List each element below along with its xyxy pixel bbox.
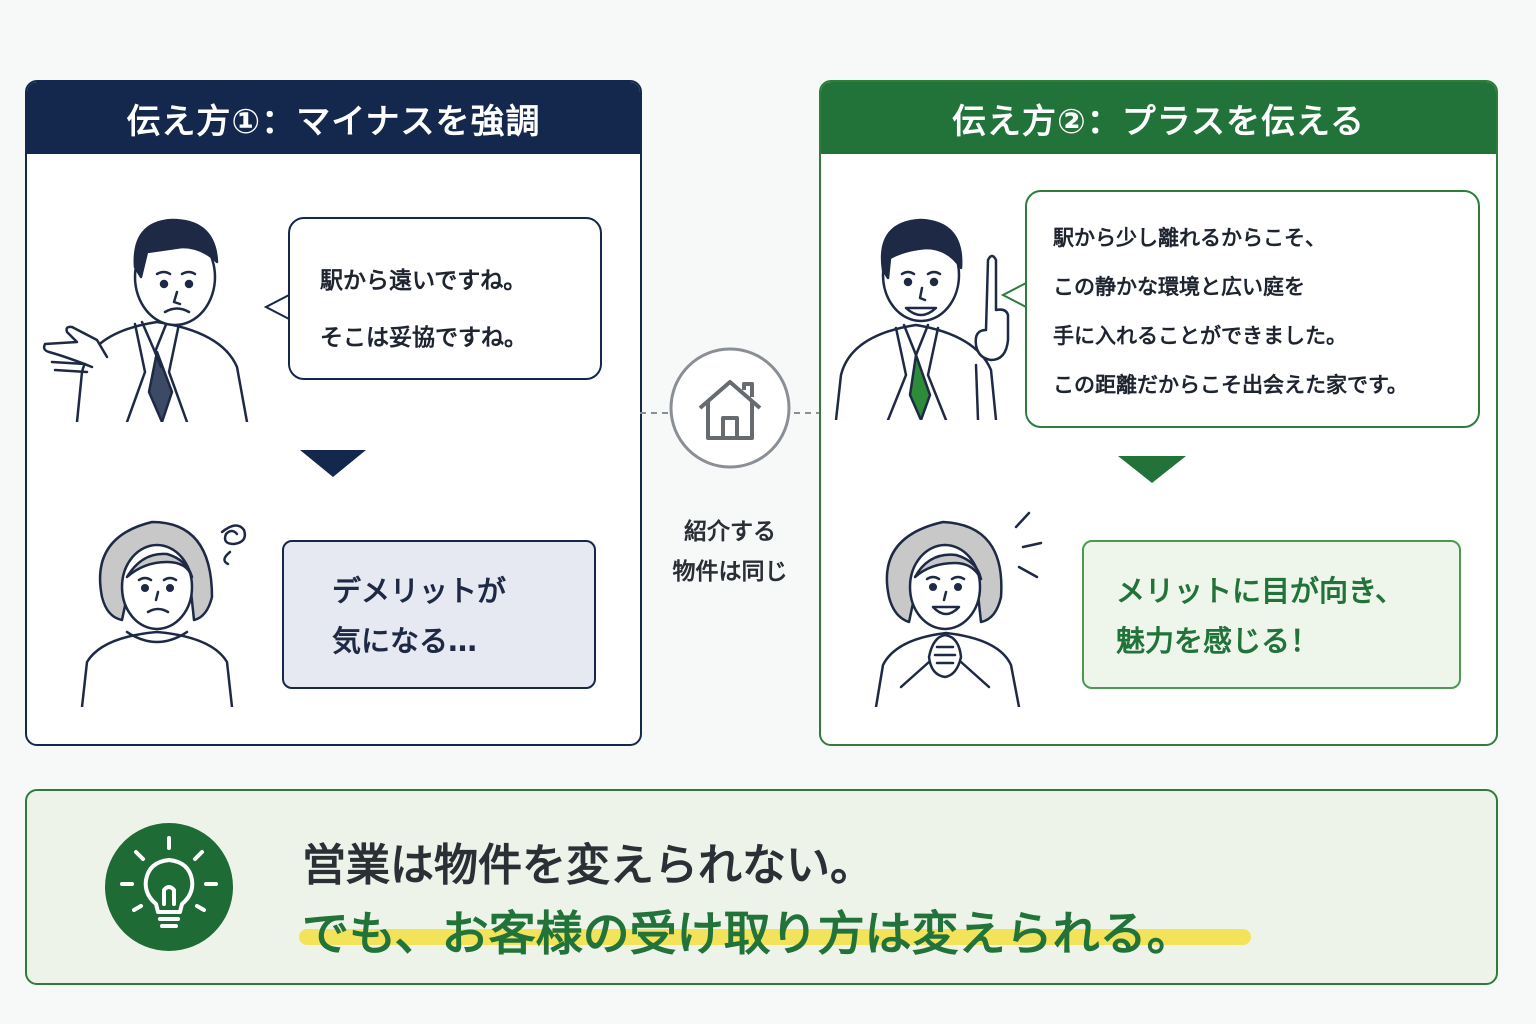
summary-line-1: 営業は物件を変えられない。 [302, 840, 874, 891]
highlight-underline [299, 929, 1251, 945]
down-arrow-icon [300, 450, 366, 477]
lightbulb-icon [105, 823, 233, 951]
salesman-pointing-illustration [834, 218, 1010, 420]
speech-bubble-tail [1001, 281, 1029, 309]
customer-reaction-box: メリットに目が向き、 魅力を感じる！ [1082, 540, 1461, 689]
speech-line-2: そこは妥協ですね。 [320, 325, 527, 351]
customer-worried-illustration [80, 520, 247, 707]
reaction-line-2: 気になる… [332, 624, 478, 658]
customer-happy-illustration [874, 511, 1043, 707]
speech-line-4: この距離だからこそ出会えた家です。 [1053, 373, 1408, 397]
panel-plus-emphasis: 伝え方②：プラスを伝える 駅から少し離れるからこそ、 この静かな環境と広い庭を … [819, 80, 1498, 746]
reaction-line-2: 魅力を感じる！ [1116, 624, 1320, 658]
salesman-worried-illustration [42, 218, 249, 422]
summary-box: 営業は物件を変えられない。 でも、お客様の受け取り方は変えられる。 [25, 789, 1498, 985]
salesman-speech-bubble: 駅から遠いですね。 そこは妥協ですね。 [288, 217, 602, 380]
reaction-line-1: デメリットが [332, 574, 507, 608]
house-icon [669, 347, 791, 469]
speech-line-2: この静かな環境と広い庭を [1053, 275, 1305, 299]
panel-title: 伝え方②：プラスを伝える [821, 82, 1496, 154]
salesman-speech-bubble: 駅から少し離れるからこそ、 この静かな環境と広い庭を 手に入れることができました… [1025, 190, 1480, 428]
customer-reaction-box: デメリットが 気になる… [282, 540, 596, 689]
speech-line-3: 手に入れることができました。 [1053, 324, 1347, 348]
panel-minus-emphasis: 伝え方①：マイナスを強調 駅から遠いですね。 そこは妥協ですね。 [25, 80, 642, 746]
speech-line-1: 駅から遠いですね。 [320, 268, 527, 294]
caption-line-2: 物件は同じ [672, 559, 788, 585]
speech-line-1: 駅から少し離れるからこそ、 [1053, 226, 1326, 250]
summary-line-2: でも、お客様の受け取り方は変えられる。 [302, 907, 1194, 962]
same-property-connector: 紹介する 物件は同じ [640, 340, 820, 600]
speech-bubble-tail [264, 293, 292, 321]
panel-title: 伝え方①：マイナスを強調 [27, 82, 640, 154]
down-arrow-icon [1118, 456, 1186, 483]
caption-line-1: 紹介する [684, 519, 776, 545]
same-property-caption: 紹介する 物件は同じ [640, 512, 820, 592]
reaction-line-1: メリットに目が向き、 [1116, 574, 1404, 608]
